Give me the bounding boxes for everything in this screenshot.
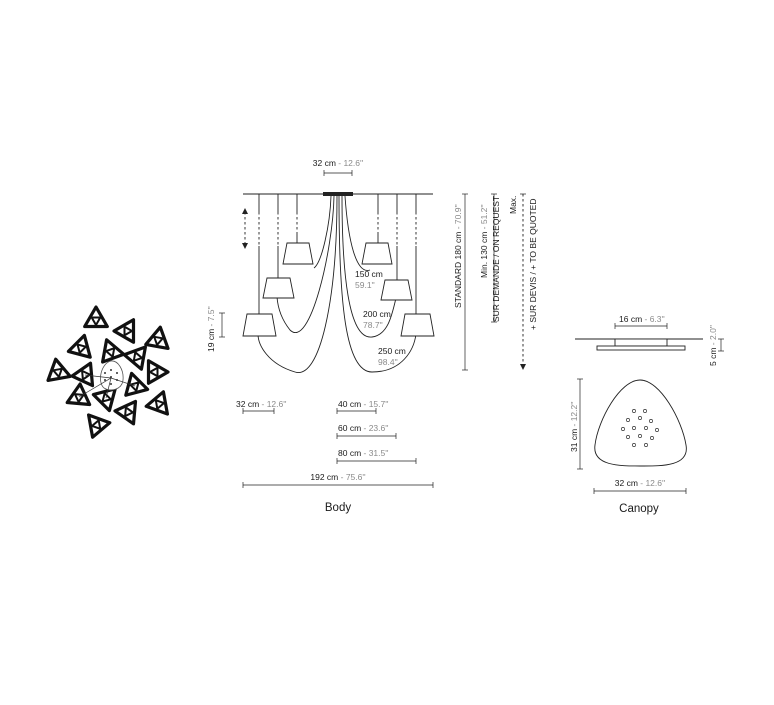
min-height-label: Min. 130 cm - 51.2'' xyxy=(479,204,489,278)
lampshade-left-top xyxy=(282,242,314,265)
width-80-label: 80 cm - 31.5'' xyxy=(338,448,389,458)
canopy-plate xyxy=(323,192,353,196)
canopy-hole xyxy=(638,416,642,420)
top-view-canopy-hole xyxy=(116,372,118,374)
standard-height-label: STANDARD 180 cm - 70.9'' xyxy=(453,204,463,308)
canopy-hole xyxy=(626,418,630,422)
canopy-hole xyxy=(644,426,648,430)
canopy-width-label: 32 cm - 12.6'' xyxy=(615,478,666,488)
top-view-shade-arrangement xyxy=(46,305,170,439)
lampshade-right-top xyxy=(361,242,393,265)
cable-150-label: 150 cm xyxy=(355,269,383,279)
cable-200-imperial: 78.7'' xyxy=(363,320,383,330)
canopy-hole xyxy=(632,409,636,413)
cable-150-imperial: 59.1'' xyxy=(355,280,375,290)
loop-cable-250-right xyxy=(338,195,417,373)
top-view-shade xyxy=(146,359,170,385)
cable-250-label: 250 cm xyxy=(378,346,406,356)
top-view-canopy xyxy=(100,360,124,391)
top-view-shade xyxy=(65,382,92,407)
on-request-label: SUR DEMANDE / ON REQUEST xyxy=(491,196,501,322)
canopy-hole xyxy=(632,426,636,430)
canopy-top-view-outline xyxy=(594,379,687,467)
max-height-arrow xyxy=(520,364,526,370)
top-width-label: 32 cm - 12.6'' xyxy=(313,158,364,168)
top-view-shade xyxy=(66,333,92,359)
canopy-hole xyxy=(621,427,625,431)
canopy-caption: Canopy xyxy=(619,503,659,515)
cable-200-label: 200 cm xyxy=(363,309,391,319)
canopy-hole xyxy=(649,419,653,423)
body-elevation: 32 cm - 12.6'' xyxy=(206,158,435,514)
top-view-shade xyxy=(112,318,136,344)
top-view-shade xyxy=(101,338,126,364)
top-view-cable xyxy=(110,377,136,387)
top-view-cable xyxy=(84,374,112,379)
top-view-shade xyxy=(70,361,95,388)
canopy-thickness-label: 5 cm - 2.0'' xyxy=(708,325,718,366)
lampshade-left-mid xyxy=(262,277,295,299)
width-40-label: 40 cm - 15.7'' xyxy=(338,399,389,409)
top-view-shade xyxy=(46,357,72,382)
canopy-drawing: 16 cm - 6.3'' 5 cm - 2.0'' 31 cm - 12.2'… xyxy=(569,314,724,515)
canopy-hole xyxy=(644,443,648,447)
shade-width-label: 32 cm - 12.6'' xyxy=(236,399,287,409)
loop-cable-150-left xyxy=(313,195,332,269)
top-view-shade xyxy=(91,387,117,413)
shade-height-label: 19 cm - 7.5'' xyxy=(206,306,216,352)
lampshade-right-mid xyxy=(380,279,413,301)
top-view-shade xyxy=(83,305,109,329)
top-view-canopy-hole xyxy=(110,369,112,371)
body-caption: Body xyxy=(325,502,351,514)
loop-cable-200-right xyxy=(341,195,397,338)
top-view-canopy-hole xyxy=(110,383,112,385)
canopy-side-label: 31 cm - 12.2'' xyxy=(569,401,579,452)
top-view-cable xyxy=(105,377,112,399)
canopy-holes xyxy=(621,409,659,447)
top-view-shade xyxy=(113,399,138,426)
canopy-hole xyxy=(626,435,630,439)
to-be-quoted-label: + SUR DEVIS / + TO BE QUOTED xyxy=(528,199,538,330)
top-view-canopy-hole xyxy=(104,379,106,381)
canopy-plate-side xyxy=(596,345,686,351)
lampshade-left-bottom xyxy=(242,313,277,337)
loop-cable-250-left xyxy=(257,195,338,373)
top-view-shade xyxy=(124,371,150,397)
adjust-arrow-up xyxy=(242,208,248,214)
canopy-hole xyxy=(632,443,636,447)
adjust-arrow-down xyxy=(242,243,248,249)
canopy-depth-label: 16 cm - 6.3'' xyxy=(619,314,665,324)
top-view-shade xyxy=(122,345,147,371)
max-height-label: Max. xyxy=(508,196,518,214)
canopy-hole xyxy=(643,409,647,413)
top-view-canopy-hole xyxy=(110,376,112,378)
top-view-shade xyxy=(144,390,169,416)
top-view-cable xyxy=(78,377,112,398)
cable-250-imperial: 98.4'' xyxy=(378,357,398,367)
loop-cable-150-right xyxy=(344,195,371,271)
canopy-hole xyxy=(638,434,642,438)
top-view-shade xyxy=(87,413,112,439)
top-view-shade xyxy=(144,325,170,350)
total-width-label: 192 cm - 75.6'' xyxy=(310,472,366,482)
loop-cable-200-left xyxy=(276,195,335,333)
canopy-hole xyxy=(655,428,659,432)
lampshade-right-bottom xyxy=(400,313,435,337)
width-60-label: 60 cm - 23.6'' xyxy=(338,423,389,433)
canopy-hole xyxy=(650,436,654,440)
top-view-canopy-hole xyxy=(104,372,106,374)
height-dimensions: STANDARD 180 cm - 70.9'' Min. 130 cm - 5… xyxy=(453,193,538,371)
canopy-body-side xyxy=(614,338,668,347)
